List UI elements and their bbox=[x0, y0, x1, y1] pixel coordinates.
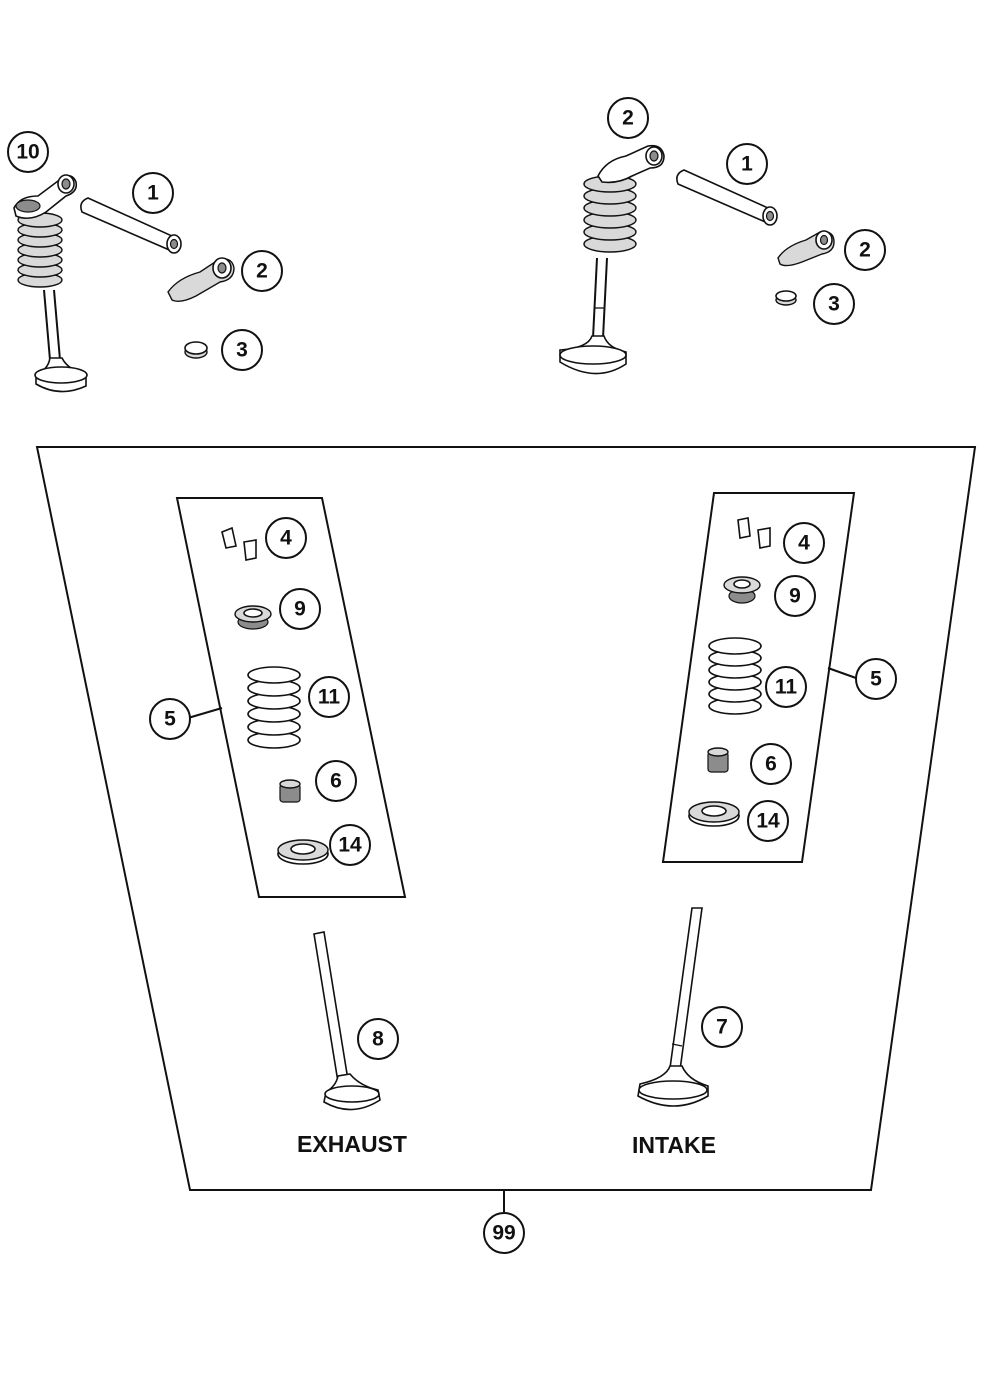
svg-text:14: 14 bbox=[338, 834, 362, 857]
svg-text:14: 14 bbox=[756, 810, 780, 833]
callout-intake-rocker-shaft: 1 bbox=[726, 143, 768, 185]
intake-rocker-assembly-illustration bbox=[559, 144, 665, 375]
callout-intake-collets: 4 bbox=[783, 522, 825, 564]
svg-text:3: 3 bbox=[828, 293, 840, 316]
svg-text:99: 99 bbox=[492, 1222, 515, 1245]
callout-exhaust-rocker-arm: 2 bbox=[241, 250, 283, 292]
exhaust-seal-illustration bbox=[279, 779, 301, 803]
svg-text:2: 2 bbox=[859, 239, 871, 262]
svg-text:7: 7 bbox=[716, 1016, 728, 1039]
callout-exhaust-rocker-assembly: 10 bbox=[7, 131, 49, 173]
svg-text:4: 4 bbox=[798, 532, 810, 555]
svg-text:11: 11 bbox=[775, 676, 798, 699]
exhaust-seat-washer-illustration bbox=[277, 839, 329, 865]
exhaust-rocker-shaft-illustration bbox=[80, 197, 182, 254]
exhaust-set-panel bbox=[175, 497, 407, 898]
svg-text:5: 5 bbox=[164, 708, 176, 731]
callout-intake-seal: 6 bbox=[750, 743, 792, 785]
intake-rocker-arm-illustration bbox=[777, 230, 835, 267]
intake-set-panel bbox=[661, 492, 856, 863]
callout-exhaust-seat-washer: 14 bbox=[329, 824, 371, 866]
exhaust-spring-illustration bbox=[247, 666, 301, 749]
callout-kit: 99 bbox=[483, 1212, 525, 1254]
exhaust-shim-illustration bbox=[184, 341, 208, 359]
svg-text:9: 9 bbox=[294, 598, 306, 621]
intake-retainer-illustration bbox=[723, 576, 761, 604]
svg-text:1: 1 bbox=[147, 182, 159, 205]
callout-intake-retainer: 9 bbox=[774, 575, 816, 617]
callout-exhaust-valve: 8 bbox=[357, 1018, 399, 1060]
callout-intake-spring: 11 bbox=[765, 666, 807, 708]
intake-spring-illustration bbox=[708, 637, 762, 715]
callout-intake-valve: 7 bbox=[701, 1006, 743, 1048]
intake-seat-washer-illustration bbox=[688, 801, 740, 827]
svg-text:8: 8 bbox=[372, 1028, 384, 1051]
exhaust-collets-illustration bbox=[221, 526, 257, 561]
svg-text:10: 10 bbox=[16, 141, 39, 164]
intake-rocker-shaft-illustration bbox=[676, 169, 778, 226]
exhaust-retainer-illustration bbox=[234, 605, 272, 630]
svg-text:5: 5 bbox=[870, 668, 882, 691]
exhaust-rocker-arm-illustration bbox=[167, 257, 235, 303]
callout-exhaust-collets: 4 bbox=[265, 517, 307, 559]
intake-collets-illustration bbox=[737, 517, 771, 549]
intake-shim-illustration bbox=[775, 290, 797, 306]
svg-text:11: 11 bbox=[318, 686, 341, 709]
svg-text:6: 6 bbox=[765, 753, 777, 776]
intake-label: INTAKE bbox=[632, 1132, 716, 1158]
callout-exhaust-set: 5 bbox=[149, 698, 191, 740]
kit-outline bbox=[35, 446, 977, 1191]
callout-exhaust-spring: 11 bbox=[308, 676, 350, 718]
callout-exhaust-rocker-shaft: 1 bbox=[132, 172, 174, 214]
svg-text:2: 2 bbox=[256, 260, 268, 283]
exhaust-valve-illustration bbox=[313, 931, 381, 1111]
intake-valve-illustration bbox=[637, 907, 709, 1107]
callout-intake-seat-washer: 14 bbox=[747, 800, 789, 842]
callout-intake-rocker-arm: 2 bbox=[844, 229, 886, 271]
exhaust-rocker-assembly-illustration bbox=[13, 174, 88, 393]
svg-text:1: 1 bbox=[741, 153, 753, 176]
callout-intake-rocker-assembly: 2 bbox=[607, 97, 649, 139]
callout-exhaust-retainer: 9 bbox=[279, 588, 321, 630]
callout-exhaust-shim: 3 bbox=[221, 329, 263, 371]
exhaust-label: EXHAUST bbox=[297, 1131, 407, 1157]
callout-exhaust-seal: 6 bbox=[315, 760, 357, 802]
svg-text:2: 2 bbox=[622, 107, 634, 130]
svg-text:3: 3 bbox=[236, 339, 248, 362]
svg-text:6: 6 bbox=[330, 770, 342, 793]
intake-seal-illustration bbox=[707, 747, 729, 773]
svg-text:9: 9 bbox=[789, 585, 801, 608]
callout-intake-shim: 3 bbox=[813, 283, 855, 325]
svg-text:4: 4 bbox=[280, 527, 292, 550]
callout-intake-set: 5 bbox=[855, 658, 897, 700]
